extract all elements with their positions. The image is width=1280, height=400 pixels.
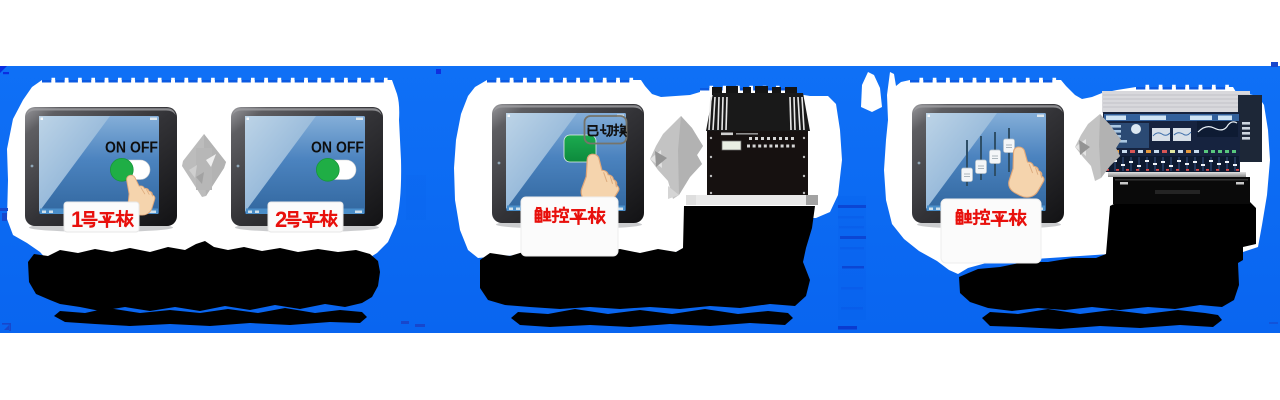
svg-text:1: 1: [71, 207, 83, 232]
svg-text:2: 2: [275, 207, 287, 232]
svg-text:ON OFF: ON OFF: [311, 140, 364, 157]
svg-text:ON OFF: ON OFF: [105, 140, 158, 157]
